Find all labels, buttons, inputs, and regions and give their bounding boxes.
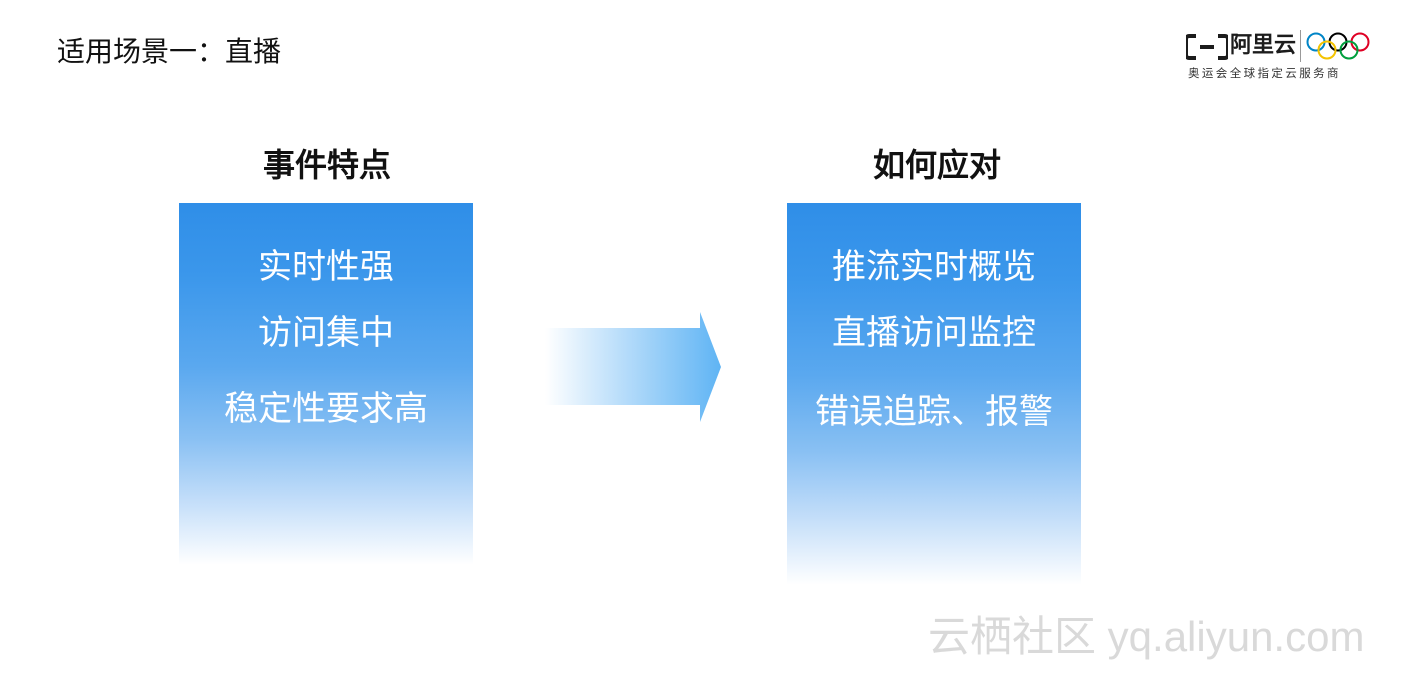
aliyun-logo-icon: [1186, 34, 1228, 60]
right-column-heading: 如何应对: [872, 146, 1001, 184]
watermark: 云栖社区 yq.aliyun.com: [928, 613, 1365, 660]
event-features-card: 实时性强 访问集中 稳定性要求高: [179, 203, 473, 565]
olympic-rings-icon: [1306, 32, 1370, 60]
logo-divider: [1300, 30, 1301, 62]
feature-item: 稳定性要求高: [224, 389, 428, 429]
response-item: 错误追踪、报警: [815, 392, 1053, 432]
response-card: 推流实时概览 直播访问监控 错误追踪、报警: [787, 203, 1081, 585]
left-column-heading: 事件特点: [262, 146, 391, 184]
arrow-right-icon: [545, 312, 721, 422]
aliyun-logo: 阿里云 奥运会全球指定云服务商: [1186, 28, 1376, 84]
response-item: 推流实时概览: [832, 247, 1036, 287]
response-item: 直播访问监控: [832, 313, 1036, 353]
logo-brand-text: 阿里云: [1230, 33, 1297, 58]
slide-title: 适用场景一：直播: [57, 35, 282, 68]
logo-tagline: 奥运会全球指定云服务商: [1188, 66, 1341, 80]
feature-item: 实时性强: [258, 247, 394, 287]
feature-item: 访问集中: [258, 313, 394, 353]
